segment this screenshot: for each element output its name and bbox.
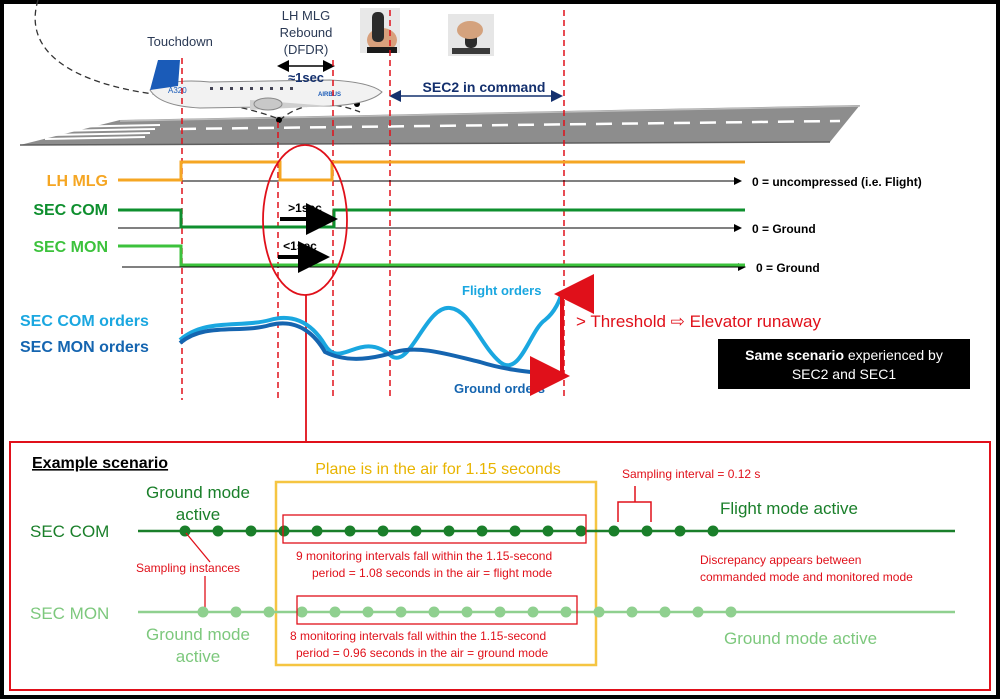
ground-orders-label: Ground orders	[454, 381, 545, 396]
lh-mlg-zero-label: 0 = uncompressed (i.e. Flight)	[752, 175, 922, 189]
sec2-command-label: SEC2 in command	[423, 79, 546, 95]
mon-interval-box	[296, 595, 578, 625]
sec-com-orders-trace	[178, 291, 564, 367]
sec-com-sample-dot	[674, 525, 686, 537]
sec-mon-sample-dot	[362, 606, 374, 618]
example-title: Example scenario	[32, 455, 168, 472]
sec-com-sample-dot	[377, 525, 389, 537]
touchdown-label: Touchdown	[147, 34, 213, 49]
sec-com-sample-dot	[476, 525, 488, 537]
scenario-box	[718, 339, 970, 389]
sec-mon-sample-dot	[197, 606, 209, 618]
sec-com-orders-label: SEC COM orders	[20, 313, 149, 330]
sec-com-sample-dot	[575, 525, 587, 537]
example-scenario-panel	[9, 441, 991, 691]
rebound-label-line1: LH MLG	[282, 8, 330, 23]
sec-com-sample-dot	[707, 525, 719, 537]
sec-mon-sample-dot	[494, 606, 506, 618]
runway-centerline	[179, 119, 841, 131]
sec-com-sample-dot	[410, 525, 422, 537]
air-time-box	[274, 480, 598, 667]
aircraft-icon: A320 AIRBUS	[149, 60, 383, 111]
flight-orders-label: Flight orders	[462, 283, 541, 298]
sec-com-trace	[118, 208, 745, 229]
mon-note-line2: period = 0.96 seconds in the air = groun…	[296, 646, 548, 660]
com-note-line1: 9 monitoring intervals fall within the 1…	[296, 549, 552, 563]
lh-mlg-trace	[118, 160, 745, 182]
mon-ground-left-line1: Ground mode	[146, 625, 250, 644]
rebound-label-line2: Rebound	[280, 25, 333, 40]
example-sec-com-label: SEC COM	[30, 522, 109, 541]
sec-com-zero-label: 0 = Ground	[752, 222, 816, 236]
discrepancy-line1: Discrepancy appears between	[700, 553, 861, 567]
sec-mon-sample-dot	[527, 606, 539, 618]
sec-com-sample-dot	[608, 525, 620, 537]
sec-mon-orders-trace	[178, 321, 559, 377]
svg-text:AIRBUS: AIRBUS	[318, 92, 341, 98]
sec-mon-lt-label: <1sec	[283, 239, 317, 253]
sec-mon-sample-dot	[659, 606, 671, 618]
example-sec-mon-label: SEC MON	[30, 604, 109, 623]
com-interval-box	[282, 514, 587, 544]
sec-mon-sample-dot	[626, 606, 638, 618]
sec-com-sample-dot	[245, 525, 257, 537]
sec-com-sample-dot	[509, 525, 521, 537]
sidestick-photo-1	[360, 8, 400, 53]
sec-mon-sample-dot	[725, 606, 737, 618]
sec-mon-label: SEC MON	[33, 239, 108, 256]
scenario-box-line2: SEC2 and SEC1	[792, 366, 896, 382]
sec-com-gt-label: >1sec	[288, 201, 322, 215]
lh-mlg-label: LH MLG	[47, 173, 108, 190]
com-ground-mode-line1: Ground mode	[146, 483, 250, 502]
com-note-line2: period = 1.08 seconds in the air = fligh…	[312, 566, 552, 580]
sidestick-photo-2	[448, 14, 494, 56]
sec-com-sample-dot	[344, 525, 356, 537]
sec-com-sample-dot	[542, 525, 554, 537]
sec-mon-sample-dot	[329, 606, 341, 618]
highlight-ellipse	[262, 144, 348, 296]
sec-mon-sample-dot	[428, 606, 440, 618]
event-markers	[181, 10, 565, 400]
sec-com-sample-dot	[212, 525, 224, 537]
sec-com-sample-dot	[311, 525, 323, 537]
sec-mon-sample-dot	[230, 606, 242, 618]
sec-mon-sample-dot	[692, 606, 704, 618]
com-flight-mode-label: Flight mode active	[720, 499, 858, 518]
runway-threshold-marks	[44, 124, 161, 140]
sec-mon-sample-dot	[395, 606, 407, 618]
sec-mon-orders-label: SEC MON orders	[20, 339, 149, 356]
mon-ground-right-label: Ground mode active	[724, 629, 877, 648]
rebound-label-line3: (DFDR)	[284, 42, 329, 57]
com-ground-mode-line2: active	[176, 505, 220, 524]
sec-com-sampling-dots	[179, 525, 719, 537]
sec-com-sample-dot	[641, 525, 653, 537]
mon-ground-left-line2: active	[176, 647, 220, 666]
sec-mon-trace	[118, 244, 745, 267]
sec-mon-sampling-dots	[197, 606, 737, 618]
sec-mon-sample-dot	[593, 606, 605, 618]
sec-mon-sample-dot	[263, 606, 275, 618]
rebound-duration: ≈1sec	[288, 70, 324, 85]
mon-note-line1: 8 monitoring intervals fall within the 1…	[290, 629, 546, 643]
sec-com-label: SEC COM	[33, 202, 108, 219]
sampling-interval-label: Sampling interval = 0.12 s	[622, 467, 760, 481]
sec-mon-sample-dot	[560, 606, 572, 618]
sec-com-sample-dot	[179, 525, 191, 537]
air-time-title: Plane is in the air for 1.15 seconds	[315, 461, 560, 478]
sec-mon-sample-dot	[296, 606, 308, 618]
scenario-box-line1: Same scenario experienced by	[745, 347, 943, 363]
sec-com-sample-dot	[443, 525, 455, 537]
discrepancy-line2: commanded mode and monitored mode	[700, 570, 913, 584]
sec-mon-zero-label: 0 = Ground	[756, 261, 820, 275]
sec-mon-sample-dot	[461, 606, 473, 618]
sampling-instances-label: Sampling instances	[136, 561, 240, 575]
svg-text:A320: A320	[168, 86, 187, 95]
sec-com-sample-dot	[278, 525, 290, 537]
threshold-text: > Threshold ⇨ Elevator runaway	[576, 312, 821, 331]
